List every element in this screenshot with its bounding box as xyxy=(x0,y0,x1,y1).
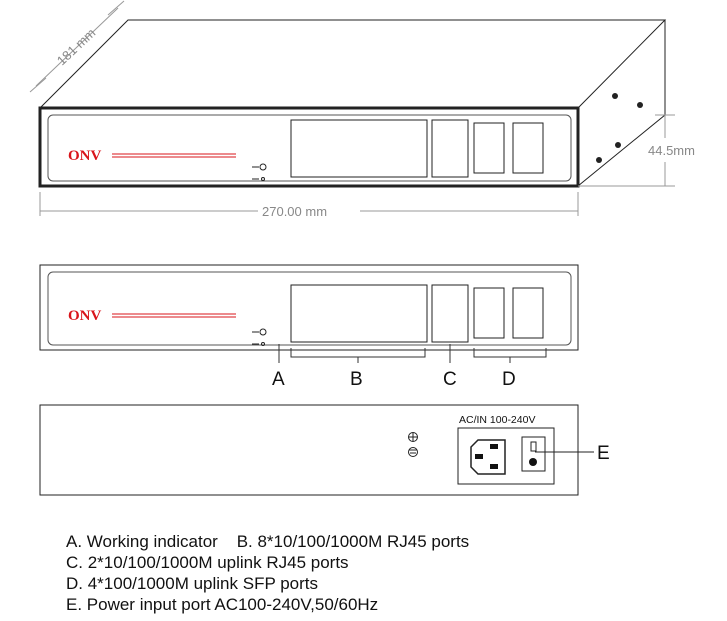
front-inner-panel xyxy=(47,271,572,346)
brand-logo: ONV xyxy=(68,148,102,164)
uplink-rj45-block xyxy=(431,284,469,343)
callout-a: A xyxy=(272,369,285,390)
front-outline xyxy=(39,264,579,351)
iec-power-socket xyxy=(470,439,506,475)
dimension-lines xyxy=(29,0,675,216)
sfp-port-2 xyxy=(512,287,544,339)
rj45-port-block xyxy=(290,284,428,343)
callout-d: D xyxy=(502,369,516,390)
right-face-outline xyxy=(577,20,666,187)
rear-view xyxy=(39,404,594,496)
callout-leaders xyxy=(278,344,547,363)
depth-dimension: 181 mm xyxy=(54,25,99,68)
sfp-port-1 xyxy=(473,287,505,339)
legend: A. Working indicator B. 8*10/100/1000M R… xyxy=(66,532,469,614)
rj45-port-block xyxy=(290,119,428,178)
callout-b: B xyxy=(350,369,363,390)
callout-e: E xyxy=(597,443,610,464)
callout-c: C xyxy=(443,369,457,390)
sfp-port-1 xyxy=(473,122,505,174)
front-face xyxy=(38,106,580,188)
brand-logo: ONV xyxy=(68,308,102,324)
legend-item-a-b: A. Working indicator B. 8*10/100/1000M R… xyxy=(66,532,469,551)
side-screws xyxy=(596,93,643,163)
logo-stripes xyxy=(112,153,236,158)
legend-item-c: C. 2*10/100/1000M uplink RJ45 ports xyxy=(66,553,349,572)
power-switch xyxy=(521,436,546,472)
front-panel-top: ONV xyxy=(68,119,544,181)
ground-symbol-icon xyxy=(408,432,418,457)
height-dimension: 44.5mm xyxy=(648,143,695,158)
logo-stripes xyxy=(112,313,236,318)
top-face-outline xyxy=(39,19,667,109)
legend-item-e: E. Power input port AC100-240V,50/60Hz xyxy=(66,595,378,614)
power-label: AC/IN 100-240V xyxy=(459,414,535,426)
uplink-rj45-block xyxy=(431,119,469,178)
front-inner-panel xyxy=(47,114,572,182)
width-dimension: 270.00 mm xyxy=(262,204,327,219)
rear-outline xyxy=(39,404,579,496)
indicator-leds xyxy=(252,163,267,181)
power-module xyxy=(457,427,555,485)
sfp-port-2 xyxy=(512,122,544,174)
legend-item-d: D. 4*100/1000M uplink SFP ports xyxy=(66,574,318,593)
front-view xyxy=(39,264,579,363)
isometric-view xyxy=(38,19,667,188)
